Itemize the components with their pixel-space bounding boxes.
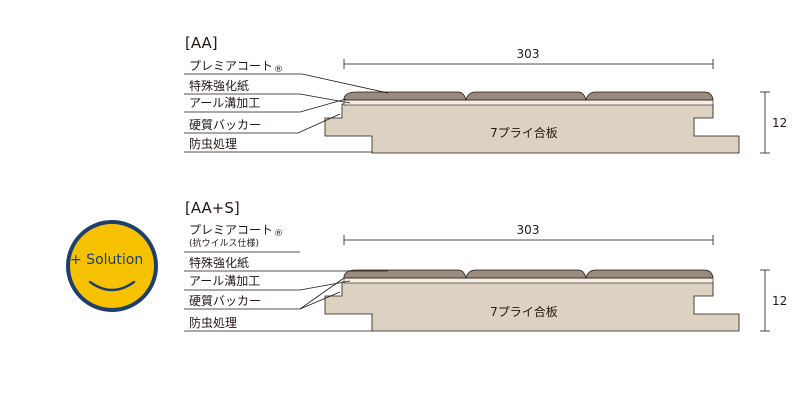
board-cross-section: 7プライ合板 — [324, 269, 740, 332]
core-label: 7プライ合板 — [490, 125, 558, 140]
height-value: 12 — [772, 294, 787, 308]
label-special-paper: 特殊強化紙 — [189, 78, 249, 93]
coating-plank-3 — [585, 269, 714, 279]
paper-layer — [343, 99, 714, 106]
diagram-title: [AA] — [185, 34, 218, 52]
height-dimension: 12 — [760, 269, 787, 332]
height-dimension: 12 — [760, 91, 787, 154]
smile-icon — [88, 280, 136, 292]
label-premium-coat: プレミアコート® — [189, 59, 283, 75]
width-value: 303 — [517, 223, 540, 237]
label-backer: 硬質バッカー — [189, 293, 261, 308]
label-groove: アール溝加工 — [189, 96, 260, 110]
label-backer: 硬質バッカー — [189, 117, 261, 132]
leader-lines — [184, 73, 389, 153]
width-dimension: 303 — [343, 47, 714, 69]
diagram-aa: [AA] 303 12 7プライ合板 — [184, 34, 787, 154]
coating-plank-1 — [343, 91, 467, 101]
leader-lines — [184, 251, 388, 332]
height-value: 12 — [772, 116, 787, 130]
coating-plank-2 — [465, 91, 587, 101]
board-cross-section: 7プライ合板 — [324, 91, 740, 154]
coating-plank-3 — [585, 91, 714, 101]
layer-labels: プレミアコート® (抗ウイルス仕様) 特殊強化紙 アール溝加工 硬質バッカー 防… — [189, 223, 283, 330]
paper-layer — [343, 277, 714, 284]
solution-badge: + Solution — [66, 220, 158, 312]
label-premium-coat: プレミアコート® — [189, 223, 283, 239]
label-groove: アール溝加工 — [189, 274, 260, 288]
label-insect-treatment: 防虫処理 — [189, 315, 237, 330]
label-special-paper: 特殊強化紙 — [189, 255, 249, 270]
diagram-title: [AA+S] — [185, 199, 240, 217]
layer-labels: プレミアコート® 特殊強化紙 アール溝加工 硬質バッカー 防虫処理 — [189, 59, 283, 151]
badge-text: + Solution — [70, 252, 143, 268]
label-antiviral-spec: (抗ウイルス仕様) — [189, 237, 259, 249]
badge-circle — [66, 220, 158, 312]
width-dimension: 303 — [343, 223, 714, 245]
width-value: 303 — [517, 47, 540, 61]
coating-plank-2 — [465, 269, 587, 279]
label-insect-treatment: 防虫処理 — [189, 136, 237, 151]
core-label: 7プライ合板 — [490, 304, 558, 319]
diagram-aa-s: [AA+S] 303 12 7プライ合板 プレミアコート® (抗ウイ — [184, 199, 787, 332]
coating-plank-1 — [343, 269, 467, 279]
